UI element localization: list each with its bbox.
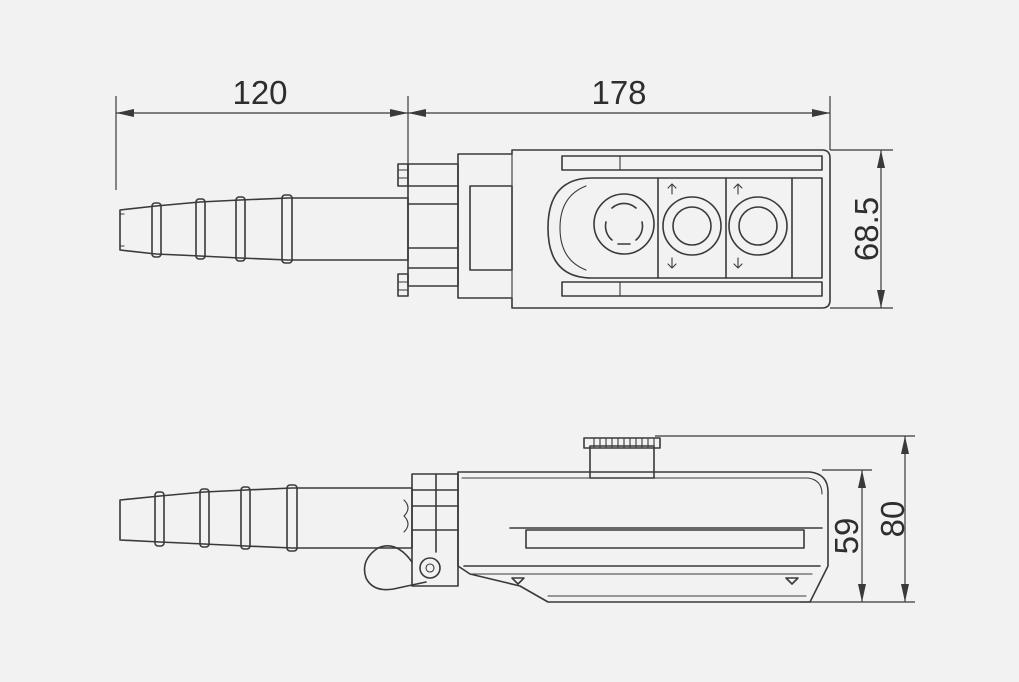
dimension-178-label: 178 [591, 74, 646, 111]
push-button-up-icon [662, 183, 722, 269]
cable-gland-side [403, 473, 459, 587]
dimension-68-5-label: 68.5 [848, 197, 885, 261]
dimension-178: 178 [408, 74, 831, 150]
cable-strain-relief-top [119, 194, 409, 264]
label-window [469, 185, 513, 271]
side-view: 80 59 [119, 435, 915, 603]
dimension-80-label: 80 [874, 501, 911, 538]
hanging-ring-icon [363, 545, 441, 591]
dimension-120-label: 120 [232, 74, 287, 111]
cable-strain-relief-side [119, 484, 413, 552]
cable-gland-top [397, 163, 459, 297]
dimension-59-label: 59 [828, 518, 865, 555]
top-view: 120 178 68.5 [115, 74, 893, 309]
dimension-120: 120 [115, 74, 409, 190]
dimension-80: 80 [655, 435, 915, 603]
twist-release-button-icon [593, 193, 655, 255]
pendant-box-top [457, 149, 831, 309]
dimension-59: 59 [822, 469, 872, 602]
dimension-68-5: 68.5 [830, 149, 893, 309]
pendant-box-side [457, 471, 829, 603]
push-button-down-icon [728, 183, 788, 269]
